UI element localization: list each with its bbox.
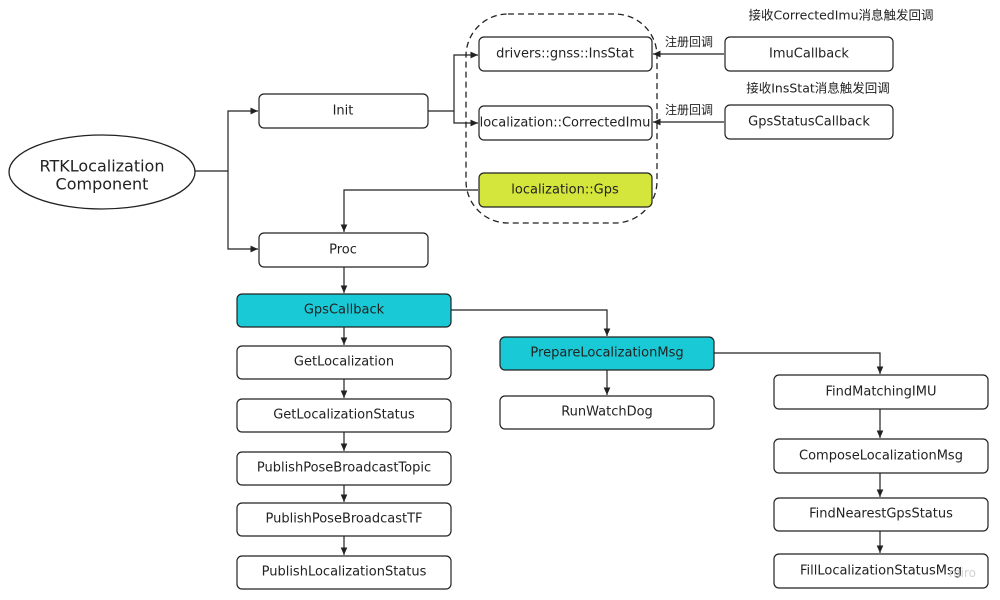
node-gps[interactable]: localization::Gps	[478, 172, 653, 208]
node-find-nearest-gps-status-label: FindNearestGpsStatus	[809, 507, 953, 522]
node-fill-localization-status-msg-label: FillLocalizationStatusMsg	[800, 564, 962, 579]
node-find-matching-imu[interactable]: FindMatchingIMU	[773, 374, 989, 410]
edge-label-register-imu: 注册回调	[665, 34, 713, 49]
node-run-watch-dog-label: RunWatchDog	[561, 405, 653, 420]
node-find-nearest-gps-status[interactable]: FindNearestGpsStatus	[773, 497, 989, 532]
node-corrected-imu-label: localization::CorrectedImu	[480, 116, 651, 131]
node-compose-localization-msg-label: ComposeLocalizationMsg	[799, 449, 963, 464]
node-publish-localization-status[interactable]: PublishLocalizationStatus	[236, 555, 452, 590]
edge-init-correctedimu	[453, 111, 478, 127]
node-compose-localization-msg[interactable]: ComposeLocalizationMsg	[773, 438, 989, 474]
node-publish-pose-broadcast-tf[interactable]: PublishPoseBroadcastTF	[236, 502, 452, 537]
node-gps-callback[interactable]: GpsCallback	[236, 293, 452, 328]
edge-gpscallback-preparemsg	[451, 309, 611, 336]
node-init-label: Init	[333, 104, 354, 119]
connectors	[195, 50, 884, 555]
node-publish-pose-broadcast-topic-label: PublishPoseBroadcastTopic	[257, 461, 431, 476]
edge-root-init	[195, 107, 258, 172]
node-run-watch-dog[interactable]: RunWatchDog	[499, 395, 715, 430]
note-corrected-imu-trigger: 接收CorrectedImu消息触发回调	[748, 8, 933, 23]
node-imu-callback[interactable]: ImuCallback	[724, 36, 894, 72]
node-ins-stat-label: drivers::gnss::InsStat	[496, 47, 634, 62]
node-prepare-localization-msg-label: PrepareLocalizationMsg	[530, 346, 683, 361]
node-ins-stat[interactable]: drivers::gnss::InsStat	[478, 36, 653, 72]
note-ins-stat-trigger: 接收InsStat消息触发回调	[746, 81, 890, 96]
node-publish-pose-broadcast-tf-label: PublishPoseBroadcastTF	[266, 512, 423, 527]
node-gps-callback-label: GpsCallback	[304, 303, 385, 318]
node-proc[interactable]: Proc	[258, 232, 429, 268]
root-component-node[interactable]: RTKLocalization Component	[8, 134, 196, 210]
edge-root-proc	[227, 171, 258, 253]
edge-init-insstat	[428, 51, 478, 112]
node-fill-localization-status-msg[interactable]: FillLocalizationStatusMsg	[773, 553, 989, 589]
node-get-localization-label: GetLocalization	[294, 355, 394, 370]
node-get-localization[interactable]: GetLocalization	[236, 345, 452, 380]
node-get-localization-status-label: GetLocalizationStatus	[273, 408, 415, 423]
node-imu-callback-label: ImuCallback	[769, 47, 849, 62]
node-prepare-localization-msg[interactable]: PrepareLocalizationMsg	[499, 336, 715, 371]
watermark: miro	[949, 566, 976, 580]
edge-label-register-ins: 注册回调	[665, 102, 713, 117]
node-gps-status-callback[interactable]: GpsStatusCallback	[724, 104, 894, 140]
root-label-line2: Component	[56, 175, 149, 194]
node-publish-localization-status-label: PublishLocalizationStatus	[262, 565, 427, 580]
node-get-localization-status[interactable]: GetLocalizationStatus	[236, 398, 452, 433]
node-gps-label: localization::Gps	[511, 183, 619, 198]
message-group-boundary	[465, 13, 658, 224]
node-publish-pose-broadcast-topic[interactable]: PublishPoseBroadcastTopic	[236, 451, 452, 486]
root-label-line1: RTKLocalization	[40, 157, 165, 176]
node-find-matching-imu-label: FindMatchingIMU	[826, 385, 937, 400]
edge-preparemsg-findmatchingimu	[714, 352, 884, 374]
node-corrected-imu[interactable]: localization::CorrectedImu	[478, 105, 653, 141]
edge-gps-proc	[340, 189, 478, 232]
node-gps-status-callback-label: GpsStatusCallback	[748, 115, 870, 130]
node-proc-label: Proc	[329, 243, 357, 258]
node-init[interactable]: Init	[258, 93, 429, 129]
